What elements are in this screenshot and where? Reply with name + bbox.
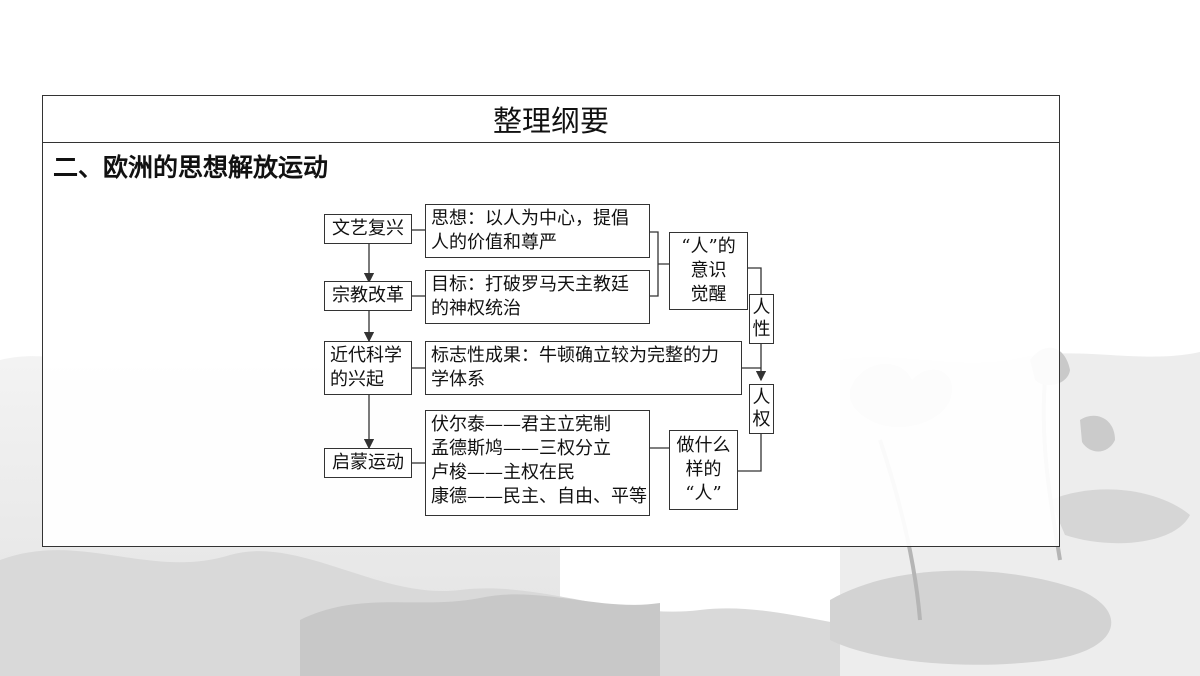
section-title: 二、欧洲的思想解放运动 [53,153,329,182]
mountain-ridge [300,594,660,676]
detail-enlightenment: 伏尔泰——君主立宪制 孟德斯鸠——三权分立 卢梭——主权在民 康德——民主、自由… [425,410,650,516]
movement-reformation: 宗教改革 [324,281,412,311]
link-whatperson-rights [738,433,762,472]
bracket-awakening [650,231,669,297]
detail-reformation: 目标：打破罗马天主教廷 的神权统治 [425,270,650,324]
detail-science: 标志性成果：牛顿确立较为完整的力 学体系 [425,341,742,395]
outcome-humanity: 人 性 [749,294,774,344]
theme-what-person: 做什么 样的 “人” [669,430,738,510]
lotus-leaf-small [1050,489,1190,544]
outcome-human-rights: 人 权 [749,384,774,434]
diagram-connectors [363,229,767,472]
movement-science: 近代科学 的兴起 [324,341,412,395]
link-awakening-humanity [748,267,762,294]
detail-renaissance: 思想：以人为中心，提倡 人的价值和尊严 [425,204,650,258]
outline-panel: 整理纲要 二、欧洲的思想解放运动 [42,95,1060,547]
lotus-bud-2 [1080,415,1115,452]
theme-awakening: “人”的 意识 觉醒 [669,232,748,310]
movement-renaissance: 文艺复兴 [324,214,412,244]
lotus-leaf-right [830,570,1112,665]
movement-enlightenment: 启蒙运动 [324,448,412,478]
panel-title: 整理纲要 [43,96,1059,143]
